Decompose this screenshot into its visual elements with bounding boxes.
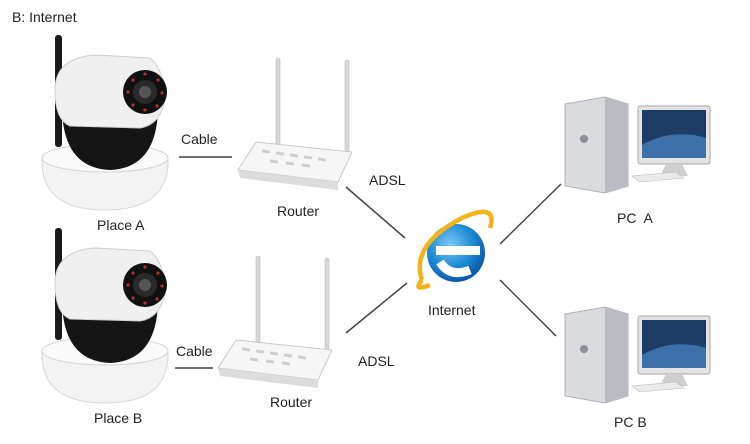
place-b-label: Place B (94, 410, 143, 426)
router-a-label: Router (277, 203, 320, 219)
adsl-label-a: ADSL (369, 172, 406, 188)
router-b-label: Router (270, 394, 313, 410)
pc-a-label: PC A (617, 210, 653, 226)
cable-label-a: Cable (181, 131, 218, 147)
cable-label-b: Cable (176, 343, 213, 359)
adsl-label-b: ADSL (358, 353, 395, 369)
pc-line-a (499, 183, 562, 245)
internet-label: Internet (428, 302, 476, 318)
adsl-line-a (345, 186, 406, 239)
pc-line-b (499, 279, 557, 337)
adsl-line-b (345, 282, 408, 334)
pc-b-label: PC B (614, 414, 647, 430)
place-a-label: Place A (97, 217, 145, 233)
page-title: B: Internet (12, 9, 77, 25)
